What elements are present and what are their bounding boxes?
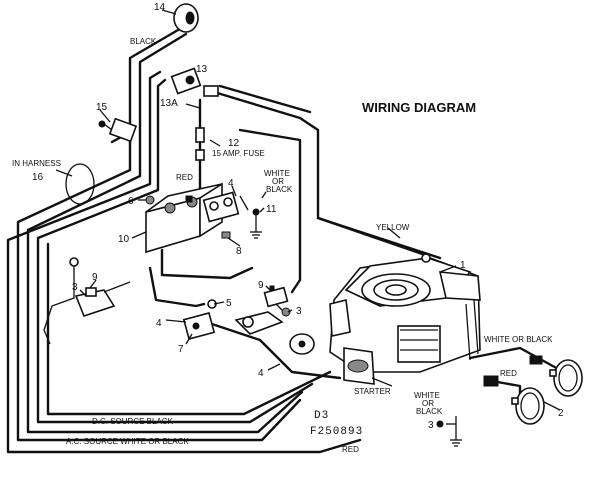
headlight-2b <box>511 387 545 425</box>
wire-label-fuse: 15 AMP. FUSE <box>212 149 265 158</box>
wire-lights <box>468 346 562 372</box>
wire-label-in-harness-num: 16 <box>32 172 44 183</box>
part-number-12: 12 <box>228 138 240 149</box>
wire-black-outer <box>16 28 302 442</box>
wire-battery-neg <box>148 266 206 308</box>
part-number-9a: 9 <box>92 272 98 283</box>
wire-white-black <box>238 128 302 294</box>
diagram-title: WIRING DIAGRAM <box>362 100 476 115</box>
wire-label-red-bottom: RED <box>342 445 359 454</box>
wire-label-red-lights: RED <box>500 369 517 378</box>
part-number-1: 1 <box>460 260 466 271</box>
wire-key-right <box>218 84 312 114</box>
gauge-14 <box>173 3 199 33</box>
wire-battery-solenoid <box>160 248 254 280</box>
fuse-12 <box>195 127 205 161</box>
nut-6 <box>145 195 155 205</box>
ground-11 <box>250 208 262 239</box>
diagram-code-top: D3 <box>314 410 329 422</box>
diagram-code-bottom: F250893 <box>310 426 363 438</box>
wire-harness-5 <box>46 242 332 416</box>
wire-yellow <box>316 216 430 258</box>
part-number-15: 15 <box>96 102 108 113</box>
part-number-3b: 3 <box>296 306 302 317</box>
wire-label-white-or-black-low-2: OR <box>422 399 434 408</box>
wire-label-black-top: BLACK <box>130 37 157 46</box>
part-number-11: 11 <box>266 204 277 215</box>
wire-label-in-harness: IN HARNESS <box>12 159 61 168</box>
wire-label-white-or-black-right: WHITE OR BLACK <box>484 335 553 344</box>
pto-switch-7 <box>182 299 217 341</box>
part-number-4a: 4 <box>228 178 234 189</box>
wire-to-clutch <box>210 322 342 380</box>
wire-harness-3 <box>6 70 362 454</box>
wire-harness-2 <box>26 32 304 434</box>
headlight-2a <box>549 359 583 397</box>
part-number-4c: 4 <box>258 368 264 379</box>
wire-label-red-battery: RED <box>176 173 193 182</box>
terminal-8 <box>221 231 231 239</box>
part-number-13a: 13A <box>160 98 178 109</box>
wire-key-top <box>212 90 442 260</box>
part-number-7: 7 <box>178 344 184 355</box>
part-number-5: 5 <box>226 298 232 309</box>
harness-oval <box>55 163 95 205</box>
light-connectors <box>483 355 543 387</box>
part-number-6: 6 <box>128 196 134 207</box>
wire-label-white-or-black-top-1: WHITE <box>264 169 290 178</box>
ground-3 <box>436 416 462 447</box>
part-number-2: 2 <box>558 408 564 419</box>
wire-label-white-or-black-top-3: BLACK <box>266 185 293 194</box>
part-number-3c: 3 <box>428 420 434 431</box>
part-number-4b: 4 <box>156 318 162 329</box>
part-number-9b: 9 <box>258 280 264 291</box>
switch-wires <box>148 84 562 402</box>
wire-harness-4 <box>36 78 314 424</box>
brake-switch-9 <box>263 285 291 317</box>
wire-label-white-or-black-top-2: OR <box>272 177 284 186</box>
key-switch-13 <box>170 67 219 97</box>
seat-switch-assembly <box>43 257 131 345</box>
part-number-14: 14 <box>154 2 166 13</box>
wire-label-dc-source: D.C. SOURCE BLACK <box>92 417 174 426</box>
engine-1 <box>329 253 481 385</box>
wire-label-starter: STARTER <box>354 387 391 396</box>
light-switch-15 <box>98 117 138 143</box>
part-number-3a: 3 <box>72 282 78 293</box>
part-number-8: 8 <box>236 246 242 257</box>
solenoid-4 <box>202 191 249 223</box>
wire-label-white-or-black-low-1: WHITE <box>414 391 440 400</box>
clutch-linkage <box>234 311 315 355</box>
part-number-10: 10 <box>118 234 130 245</box>
leader-lines <box>79 9 561 411</box>
part-number-13: 13 <box>196 64 208 75</box>
wire-label-white-or-black-low-3: BLACK <box>416 407 443 416</box>
wire-label-yellow: YELLOW <box>376 223 410 232</box>
wire-label-ac-source: A.C. SOURCE WHITE OR BLACK <box>66 437 189 446</box>
